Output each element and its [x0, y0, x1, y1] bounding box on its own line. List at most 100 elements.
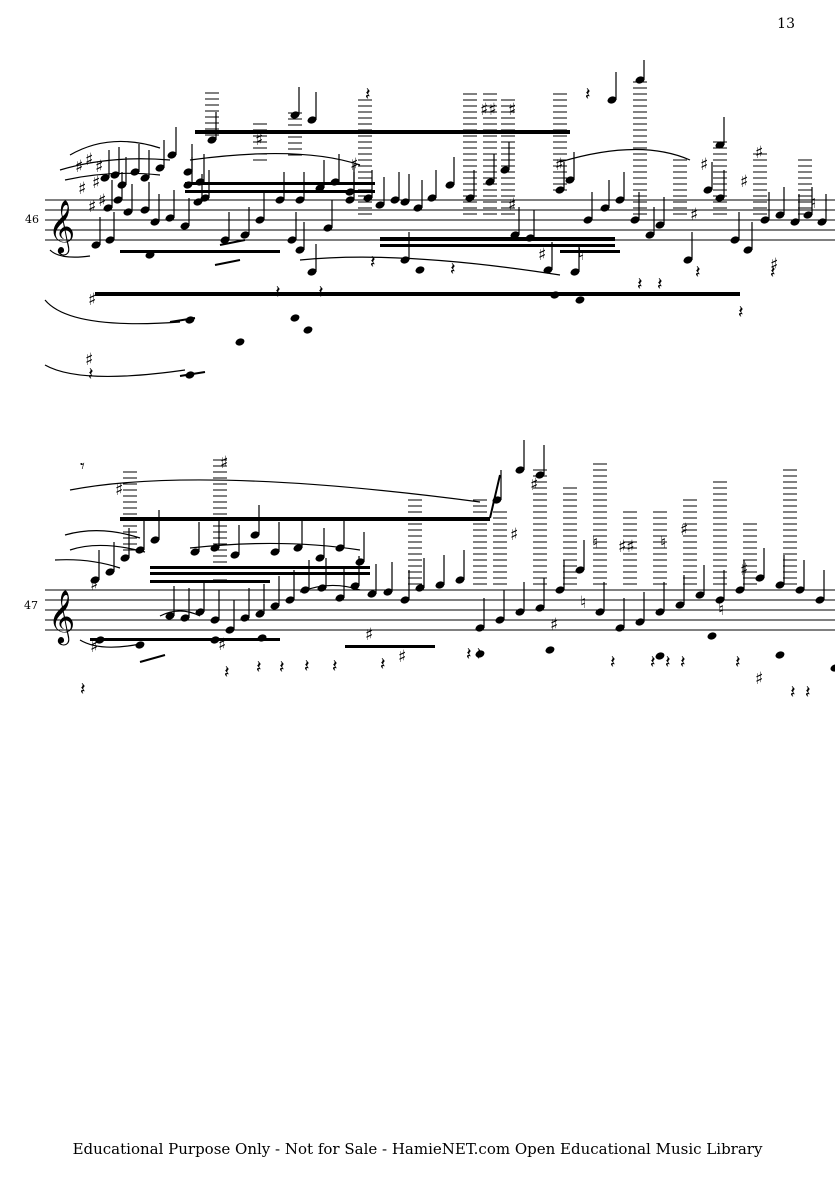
svg-text:𝄽: 𝄽: [370, 252, 376, 273]
notehead: [135, 641, 145, 649]
svg-text:𝄽: 𝄽: [585, 84, 591, 105]
notehead: [707, 632, 717, 640]
svg-text:♯: ♯: [770, 255, 778, 275]
svg-text:♯: ♯: [75, 157, 83, 177]
slurs: [44, 140, 691, 377]
svg-text:𝄽: 𝄽: [770, 262, 776, 283]
notehead: [180, 222, 190, 230]
notehead: [510, 231, 520, 239]
notehead: [335, 544, 345, 552]
svg-text:𝄽: 𝄽: [275, 282, 281, 303]
rests: 𝄽𝄽 𝄽𝄽 𝄽𝄽 𝄽𝄽 𝄽𝄽 𝄽𝄽: [88, 84, 776, 385]
notehead: [645, 231, 655, 239]
notehead: [193, 198, 203, 206]
ledger-lines: [205, 81, 812, 221]
notehead: [485, 178, 495, 186]
notehead: [575, 566, 585, 574]
svg-text:♯: ♯: [365, 625, 373, 645]
notehead: [715, 596, 725, 604]
notehead: [515, 466, 525, 474]
notehead: [275, 196, 285, 204]
svg-text:𝄽: 𝄽: [735, 652, 741, 673]
notehead: [190, 548, 200, 556]
svg-text:𝄽: 𝄽: [790, 682, 796, 703]
notehead: [615, 624, 625, 632]
notehead: [615, 196, 625, 204]
svg-text:♯: ♯: [530, 475, 538, 495]
notehead: [103, 204, 113, 212]
svg-text:𝄽: 𝄽: [650, 652, 656, 673]
beams: [95, 130, 740, 296]
notehead: [730, 236, 740, 244]
notehead: [715, 141, 725, 149]
notehead: [307, 268, 317, 276]
notehead: [790, 218, 800, 226]
footer-notice: Educational Purpose Only - Not for Sale …: [72, 1140, 763, 1158]
notehead: [607, 96, 617, 104]
notehead: [180, 614, 190, 622]
notehead: [335, 594, 345, 602]
notehead: [795, 586, 805, 594]
notehead: [290, 314, 300, 322]
beams: [90, 517, 490, 648]
notehead: [345, 196, 355, 204]
svg-text:♯♯: ♯♯: [480, 100, 496, 120]
svg-text:♯: ♯: [218, 635, 226, 655]
svg-text:𝄽: 𝄽: [365, 84, 371, 105]
notehead: [95, 636, 105, 644]
notehead: [250, 531, 260, 539]
notehead: [105, 236, 115, 244]
svg-text:♯: ♯: [690, 205, 698, 225]
svg-text:♯: ♯: [98, 191, 106, 211]
music-system-2: 𝄞 ♯♯ ♯♯ ♯♯ ♯♮ ♯♯♮ ♯♮ ♯♯ ♮♯ ♯♯ 𝄾𝄽 𝄽𝄽 𝄽𝄽: [45, 440, 835, 703]
notehead: [715, 194, 725, 202]
notehead: [303, 326, 313, 334]
notehead: [830, 664, 835, 672]
notehead: [91, 241, 101, 249]
notehead: [287, 236, 297, 244]
svg-text:♯: ♯: [740, 172, 748, 192]
svg-text:𝄽: 𝄽: [610, 652, 616, 673]
notehead: [550, 291, 560, 299]
tremolo-marks: [169, 239, 246, 377]
notehead: [803, 211, 813, 219]
svg-text:𝄽: 𝄽: [657, 274, 663, 295]
notehead: [735, 586, 745, 594]
notehead: [257, 634, 267, 642]
notehead: [655, 608, 665, 616]
noteheads: [91, 76, 827, 379]
notehead: [743, 246, 753, 254]
notehead: [315, 554, 325, 562]
svg-text:𝄽: 𝄽: [637, 274, 643, 295]
svg-text:𝄽: 𝄽: [680, 652, 686, 673]
notehead: [455, 576, 465, 584]
notehead: [630, 216, 640, 224]
svg-text:♯: ♯: [85, 350, 93, 370]
notehead: [775, 211, 785, 219]
notehead: [760, 216, 770, 224]
notehead: [465, 194, 475, 202]
notehead: [240, 614, 250, 622]
notehead: [570, 268, 580, 276]
notehead: [400, 596, 410, 604]
notehead: [183, 168, 193, 176]
svg-text:♯: ♯: [90, 637, 98, 657]
notehead: [655, 221, 665, 229]
notehead: [255, 610, 265, 618]
slurs: [54, 479, 481, 648]
notehead: [200, 194, 210, 202]
notehead: [655, 652, 665, 660]
notehead: [90, 576, 100, 584]
notehead: [155, 164, 165, 172]
notehead: [435, 581, 445, 589]
notehead: [220, 236, 230, 244]
notehead: [475, 650, 485, 658]
notehead: [230, 551, 240, 559]
notehead: [167, 151, 177, 159]
notehead: [817, 218, 827, 226]
svg-text:𝄾: 𝄾: [80, 456, 85, 477]
svg-text:♯: ♯: [255, 130, 263, 150]
svg-text:𝄽: 𝄽: [318, 282, 324, 303]
notehead: [150, 536, 160, 544]
notehead: [683, 256, 693, 264]
